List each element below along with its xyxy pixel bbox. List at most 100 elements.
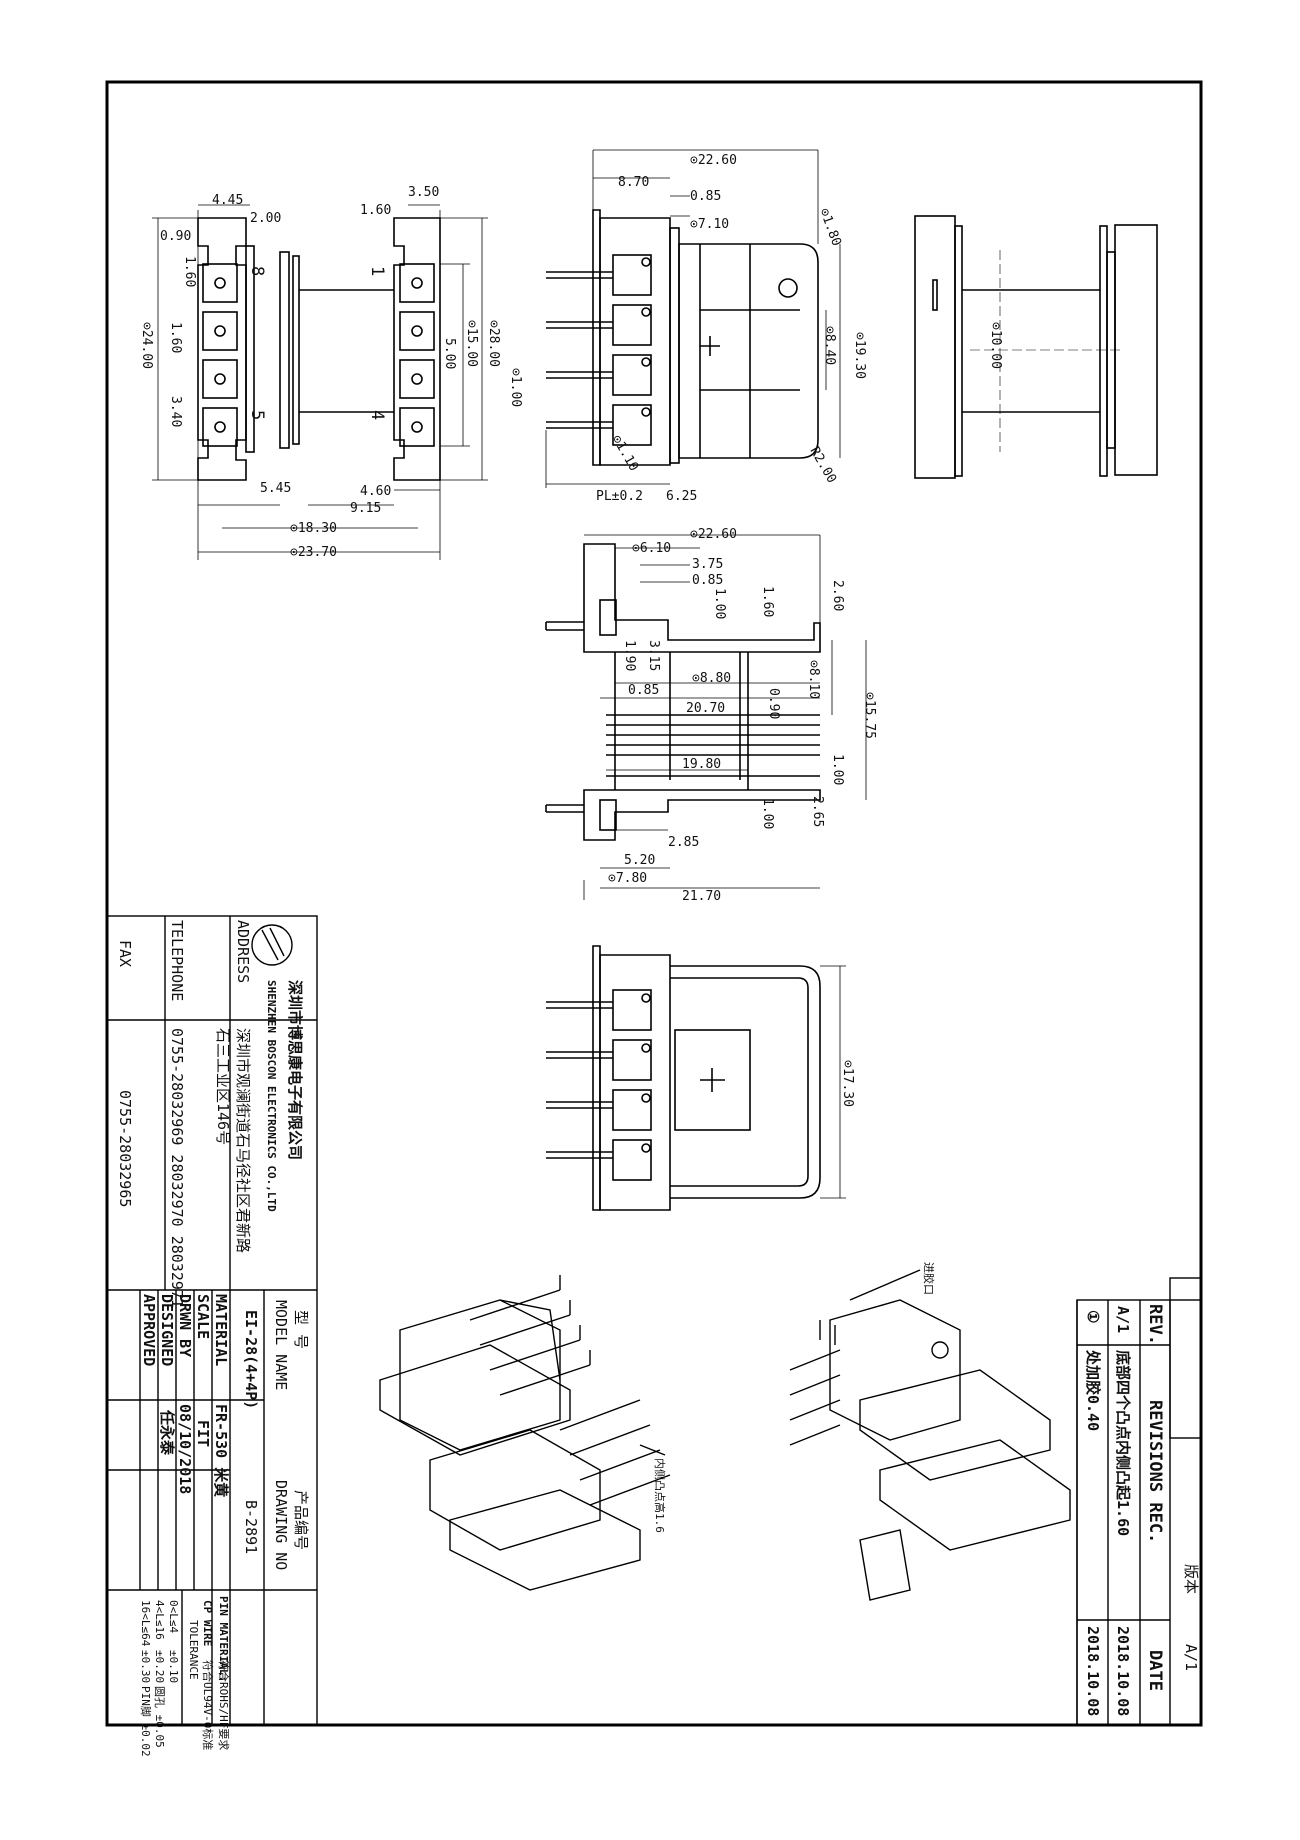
view-side-lower [546, 945, 846, 1211]
dim: ⊙15.00 [464, 320, 479, 367]
revision-table-text: 版本 A/1 REV. REVISIONS REC. DATE A/1 底部四个… [1084, 1304, 1200, 1716]
dim: 3.40 [168, 396, 183, 427]
drawing-frame [105, 80, 1203, 1727]
designed-label: DESIGNED [158, 1294, 176, 1366]
note-text: 内侧凸点高1.6 [653, 1458, 667, 1533]
dim: ⊙6.10 [632, 541, 671, 556]
dim: 6.25 [666, 489, 697, 504]
dim: 1.60 [360, 203, 391, 218]
iso-view-left [379, 1275, 671, 1591]
rev-row2-desc: 处加胶0.40 [1084, 1349, 1102, 1431]
dim: 0.90 [766, 688, 781, 719]
cp-wire-value: 符合UL94V-0标准 [201, 1660, 215, 1750]
dim: 5.45 [260, 481, 291, 496]
rev-row1-desc: 底部四个凸点内侧凸起1.60 [1114, 1350, 1132, 1536]
pin-number: 4 [367, 410, 387, 420]
view-top-plan [152, 204, 488, 560]
dim: 3.50 [408, 185, 439, 200]
address-line1: 深圳市观澜街道石马径社区君新路 [234, 1028, 252, 1253]
dim: 4.45 [212, 193, 243, 208]
fax-value: 0755-28032965 [116, 1090, 134, 1207]
dim: 1.60 [760, 586, 775, 617]
dim: 9.15 [350, 501, 381, 516]
dim: 1.00 [760, 798, 775, 829]
dim: 4.60 [360, 484, 391, 499]
approved-label: APPROVED [140, 1294, 158, 1366]
drawing-label: DRAWING NO [272, 1480, 290, 1570]
dim: ⊙8.10 [806, 660, 821, 699]
dim: 1.60 [182, 256, 197, 287]
dim: ⊙7.10 [690, 217, 729, 232]
pin-material-value: 符合ROHS/HF要求 [217, 1660, 231, 1750]
dim: 5.20 [624, 853, 655, 868]
dim: 3.15 [646, 640, 661, 671]
drawn-label: DRWN BY [176, 1294, 194, 1357]
drawn-value: 08/10/2018 [176, 1404, 194, 1494]
dim: ⊙7.80 [608, 871, 647, 886]
view4-labels: ⊙22.60 ⊙6.10 3.75 0.85 1.00 1.60 2.60 1.… [608, 527, 877, 904]
view1-labels: 4.45 2.00 0.90 1.60 1.60 ⊙24.00 3.40 5.4… [139, 185, 501, 560]
fax-label: FAX [116, 940, 134, 967]
dim: ⊙23.70 [290, 545, 337, 560]
version-label: 版本 [1182, 1564, 1200, 1594]
dim: 20.70 [686, 701, 725, 716]
company-name-en: SHENZHEN BOSCON ELECTRONICS CO.,LTD [265, 980, 278, 1212]
dim: 5.00 [442, 338, 457, 369]
view3-labels: ⊙10.00 [988, 322, 1003, 369]
rev-row2: ① [1084, 1310, 1102, 1323]
dim: PL±0.2 [596, 489, 643, 504]
dim: 2.65 [810, 796, 825, 827]
revision-table [1076, 1277, 1202, 1726]
dim: 2.60 [830, 580, 845, 611]
dim: ⊙22.60 [690, 527, 737, 542]
tolerance-extra: PIN脚 ±0.02 [139, 1686, 153, 1757]
dim: ⊙22.60 [690, 153, 737, 168]
dim: ⊙1.00 [508, 368, 523, 407]
dim: ⊙24.00 [139, 322, 154, 369]
telephone-label: TELEPHONE [168, 920, 186, 1001]
telephone-value: 0755-28032969 28032970 28032971 [168, 1028, 186, 1308]
dim: 1.60 [168, 322, 183, 353]
company-name-cn: 深圳市博思康电子有限公司 [286, 980, 304, 1160]
dim: 0.85 [628, 683, 659, 698]
tolerance-extra: 圆孔 ±0.05 [153, 1686, 166, 1748]
scale-value: FIT [194, 1420, 212, 1447]
drawing-value: B-2891 [242, 1500, 260, 1554]
rev-row1-date: 2018.10.08 [1114, 1626, 1132, 1716]
dim: 1.00 [830, 754, 845, 785]
tolerance-label: TOLERANCE [187, 1620, 200, 1680]
tolerance-value: ±0.30 [139, 1650, 152, 1683]
material-value: FR-530 米黄 [212, 1404, 230, 1497]
note-text: 进胶口 [922, 1262, 936, 1295]
cp-wire-label: CP WIRE [201, 1600, 214, 1646]
rev-row2-date: 2018.10.08 [1084, 1626, 1102, 1716]
dim: 21.70 [682, 889, 721, 904]
iso-view-right [789, 1269, 1071, 1601]
dim: ⊙18.30 [290, 521, 337, 536]
model-label: MODEL NAME [272, 1300, 290, 1390]
dim: 0.90 [160, 229, 191, 244]
dim: ⊙17.30 [840, 1060, 855, 1107]
rev-header: REV. [1145, 1304, 1165, 1345]
iso-labels: 内侧凸点高1.6 进胶口 [653, 1262, 936, 1533]
view-side-elevation [545, 149, 841, 488]
tolerance-range: 0<L≤4 [167, 1600, 180, 1633]
material-label: MATERIAL [212, 1294, 230, 1366]
scale-label: SCALE [194, 1294, 212, 1339]
dim: ⊙8.40 [822, 326, 837, 365]
dim: 0.85 [692, 573, 723, 588]
pin-number: 8 [247, 266, 267, 276]
dim: 0.85 [690, 189, 721, 204]
revisions-header: REVISIONS REC. [1145, 1400, 1165, 1543]
version-value: A/1 [1182, 1644, 1200, 1671]
dim: ⊙19.30 [852, 332, 867, 379]
title-block-text: 深圳市博思康电子有限公司 SHENZHEN BOSCON ELECTRONICS… [116, 920, 310, 1757]
dim: 2.00 [250, 211, 281, 226]
dim: 8.70 [618, 175, 649, 190]
date-header: DATE [1145, 1650, 1165, 1691]
title-block [106, 915, 318, 1726]
address-line2: 石三工业区146号 [214, 1028, 232, 1145]
designed-value: 任永泰 [158, 1409, 176, 1456]
dim: 1.00 [712, 588, 727, 619]
